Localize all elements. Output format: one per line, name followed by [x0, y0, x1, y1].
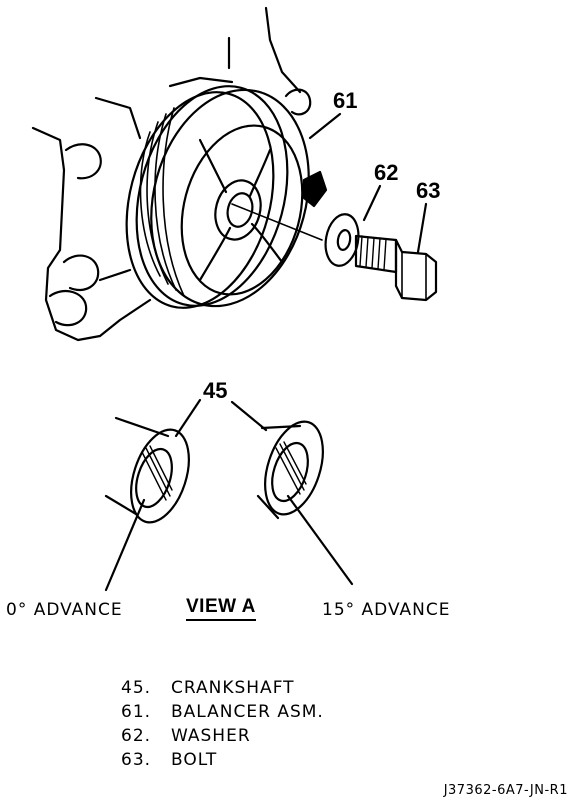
legend-label: BOLT [171, 750, 218, 770]
leader-15-advance [286, 494, 354, 586]
assembly-axis-line [231, 203, 323, 241]
view-a-title: VIEW A [186, 596, 256, 621]
leader-0-advance [104, 498, 146, 592]
caption-0-advance: 0° ADVANCE [6, 600, 123, 620]
leader-45-right [230, 400, 268, 432]
leader-62 [362, 184, 382, 222]
crankshaft-end-0-advance [104, 416, 190, 524]
legend-item: 61. BALANCER ASM. [121, 700, 324, 724]
callout-62: 62 [374, 160, 399, 185]
legend-number: 63. [121, 750, 152, 770]
crankshaft-end-15-advance [256, 420, 324, 520]
legend-item: 62. WASHER [121, 724, 324, 748]
callout-61: 61 [333, 88, 358, 113]
leader-61 [308, 112, 342, 140]
caption-15-advance: 15° ADVANCE [322, 600, 451, 620]
leader-45-left [174, 398, 202, 438]
legend-item: 45. CRANKSHAFT [121, 676, 324, 700]
legend-label: BALANCER ASM. [171, 702, 324, 722]
callout-63: 63 [416, 178, 441, 203]
legend-number: 61. [121, 702, 152, 722]
legend-label: WASHER [171, 726, 251, 746]
legend-number: 45. [121, 678, 152, 698]
legend-label: CRANKSHAFT [171, 678, 295, 698]
balancer-assembly [125, 85, 328, 309]
leader-63 [416, 202, 428, 254]
legend-number: 62. [121, 726, 152, 746]
parts-legend: 45. CRANKSHAFT 61. BALANCER ASM. 62. WAS… [121, 676, 324, 772]
legend-item: 63. BOLT [121, 748, 324, 772]
callout-45: 45 [203, 378, 228, 403]
bolt [354, 234, 438, 302]
engine-block-outline [31, 6, 312, 342]
washer [324, 213, 360, 267]
figure-code: J37362-6A7-JN-R1 [443, 783, 568, 798]
